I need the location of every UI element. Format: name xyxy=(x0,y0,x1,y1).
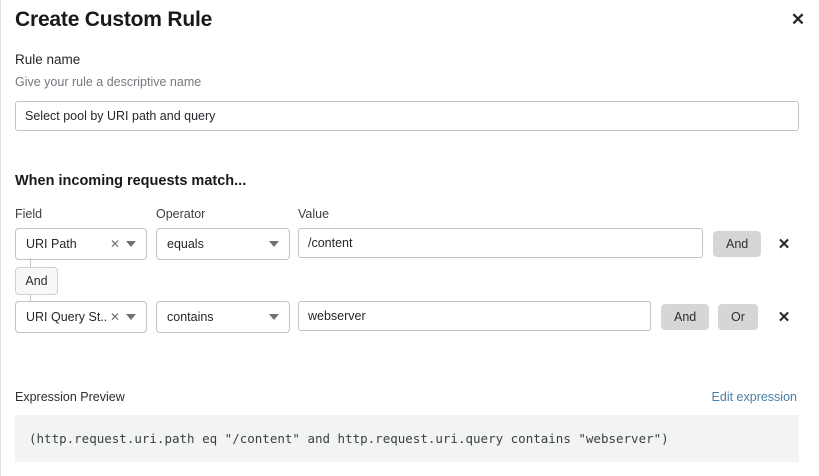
match-section-heading: When incoming requests match... xyxy=(15,173,247,189)
operator-select-1-value: equals xyxy=(167,237,204,251)
field-select-2-value: URI Query St... xyxy=(26,310,108,324)
or-button-2[interactable]: Or xyxy=(718,304,758,330)
chevron-down-icon xyxy=(126,314,136,320)
rule-name-hint: Give your rule a descriptive name xyxy=(15,75,202,89)
expression-preview-box: (http.request.uri.path eq "/content" and… xyxy=(15,415,799,462)
operator-select-2[interactable]: contains xyxy=(156,301,290,333)
expression-preview-text: (http.request.uri.path eq "/content" and… xyxy=(29,431,669,446)
expression-preview-label: Expression Preview xyxy=(15,390,125,404)
remove-condition-1-icon[interactable]: ✕ xyxy=(773,232,795,256)
remove-condition-2-icon[interactable]: ✕ xyxy=(773,305,795,329)
clear-icon[interactable]: ✕ xyxy=(109,310,120,324)
connector-line-top xyxy=(30,258,31,267)
column-header-operator: Operator xyxy=(156,207,206,221)
clear-icon[interactable]: ✕ xyxy=(109,237,120,251)
column-header-value: Value xyxy=(298,207,330,221)
dialog-title: Create Custom Rule xyxy=(15,8,213,31)
connector-and-badge[interactable]: And xyxy=(15,267,58,295)
edit-expression-link[interactable]: Edit expression xyxy=(711,390,797,404)
and-button-2[interactable]: And xyxy=(661,304,710,330)
operator-select-1[interactable]: equals xyxy=(156,228,290,260)
condition-row: URI Path ✕ equals And ✕ xyxy=(1,228,820,260)
field-select-1-value: URI Path xyxy=(26,237,77,251)
rule-name-input[interactable] xyxy=(15,101,799,131)
condition-row: URI Query St... ✕ contains And Or ✕ xyxy=(1,301,820,333)
operator-select-2-value: contains xyxy=(167,310,214,324)
field-select-2[interactable]: URI Query St... ✕ xyxy=(15,301,147,333)
field-select-1[interactable]: URI Path ✕ xyxy=(15,228,147,260)
chevron-down-icon xyxy=(269,241,279,247)
connector-line-bottom xyxy=(30,295,31,304)
rule-name-label: Rule name xyxy=(15,52,81,67)
close-icon[interactable]: ✕ xyxy=(785,6,811,32)
column-header-field: Field xyxy=(15,207,43,221)
and-button-1[interactable]: And xyxy=(713,231,762,257)
value-input-2[interactable] xyxy=(298,301,651,331)
chevron-down-icon xyxy=(126,241,136,247)
condition-connector: And xyxy=(1,258,201,304)
value-input-1[interactable] xyxy=(298,228,703,258)
chevron-down-icon xyxy=(269,314,279,320)
